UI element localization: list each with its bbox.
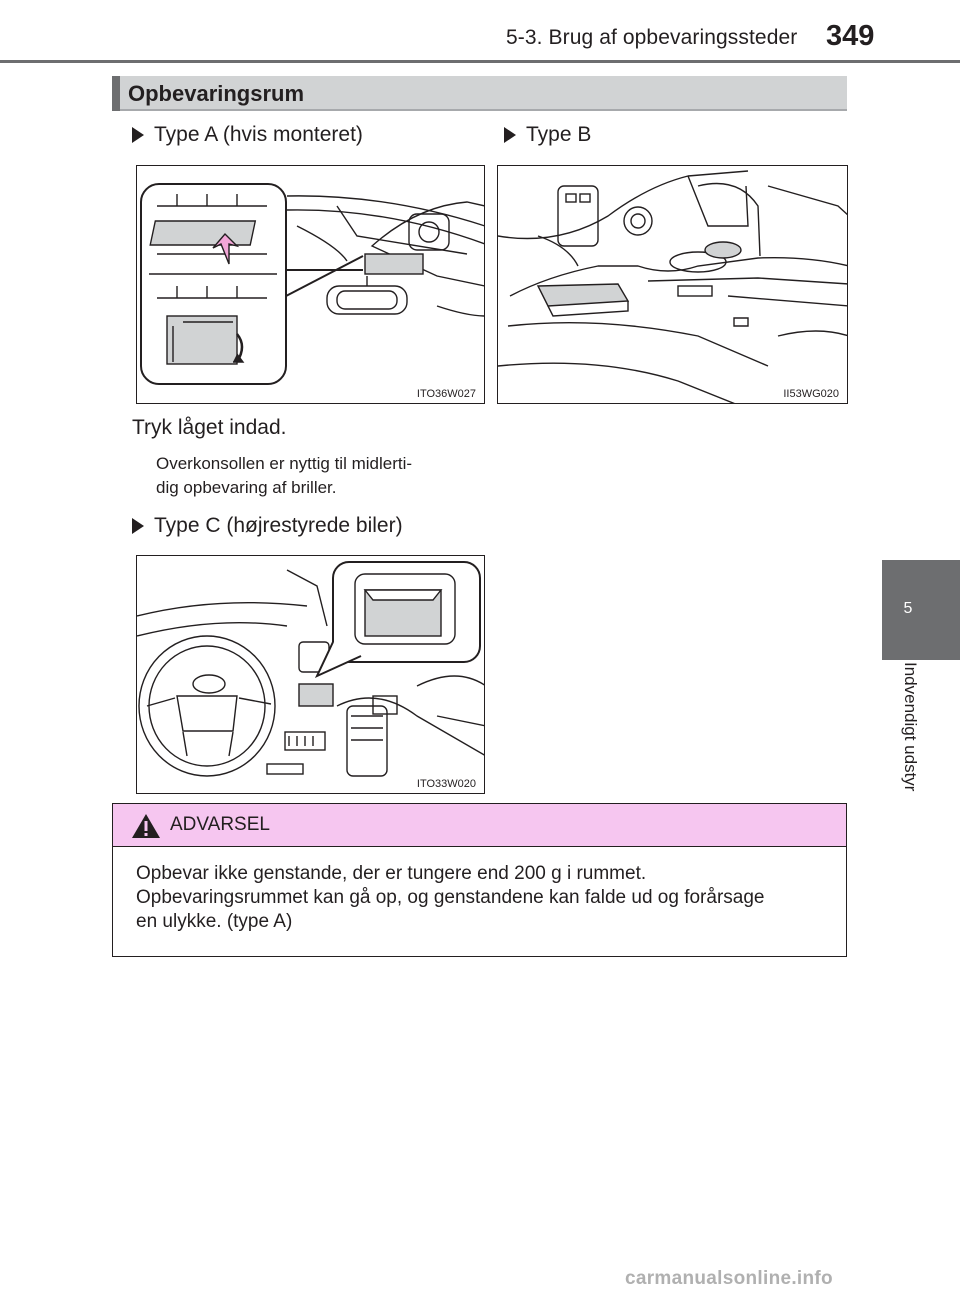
bullet-triangle-icon (132, 518, 144, 534)
section-title: Opbevaringsrum (128, 81, 305, 106)
warning-line: Opbevaringsrummet kan gå op, og genstand… (136, 887, 765, 908)
warning-triangle-icon (132, 814, 160, 838)
header-rule (0, 60, 960, 63)
instruction-text: Tryk låget indad. (132, 416, 287, 439)
type-a-label: Type A (hvis monteret) (154, 123, 363, 146)
type-c-label: Type C (højrestyrede biler) (154, 514, 403, 537)
warning-header (113, 804, 846, 847)
overhead-console-illustration (140, 183, 484, 385)
type-a-heading: Type A (hvis monteret) (132, 123, 363, 147)
figure-type-a: ITO36W027 (136, 165, 485, 404)
type-c-heading: Type C (højrestyrede biler) (132, 514, 403, 538)
type-b-label: Type B (526, 123, 592, 146)
dashboard-illustration (137, 561, 484, 777)
warning-line: en ulykke. (type A) (136, 911, 293, 932)
warning-text: Opbevar ikke genstande, der er tungere e… (136, 862, 830, 934)
chapter-title: Indvendigt udstyr (901, 662, 920, 792)
chapter-number: 5 (903, 600, 913, 617)
instruction-note: Overkonsollen er nyttig til midlerti- di… (156, 452, 478, 500)
center-console-illustration (498, 170, 847, 403)
warning-line: Opbevar ikke genstande, der er tungere e… (136, 863, 647, 884)
warning-title: ADVARSEL (170, 814, 270, 835)
figure-type-c: ITO33W020 (136, 555, 485, 794)
section-bar-accent (112, 76, 120, 111)
figure-code: II53WG020 (781, 388, 841, 400)
bullet-triangle-icon (504, 127, 516, 143)
chapter-title-wrap: Indvendigt udstyr (888, 662, 928, 862)
figure-code: ITO33W020 (414, 778, 478, 790)
page-number: 349 (826, 20, 875, 52)
instruction-note-line: Overkonsollen er nyttig til midlerti- (156, 454, 413, 473)
bullet-triangle-icon (132, 127, 144, 143)
instruction-note-line: dig opbevaring af briller. (156, 478, 337, 497)
section-bar (112, 76, 847, 111)
figure-code: ITO36W027 (414, 388, 478, 400)
watermark: carmanualsonline.info (625, 1268, 833, 1289)
type-b-heading: Type B (504, 123, 591, 147)
figure-type-b: II53WG020 (497, 165, 848, 404)
chapter-tab (882, 560, 960, 660)
section-header-title: 5-3. Brug af opbevaringssteder (506, 26, 798, 49)
warning-box (112, 803, 847, 957)
